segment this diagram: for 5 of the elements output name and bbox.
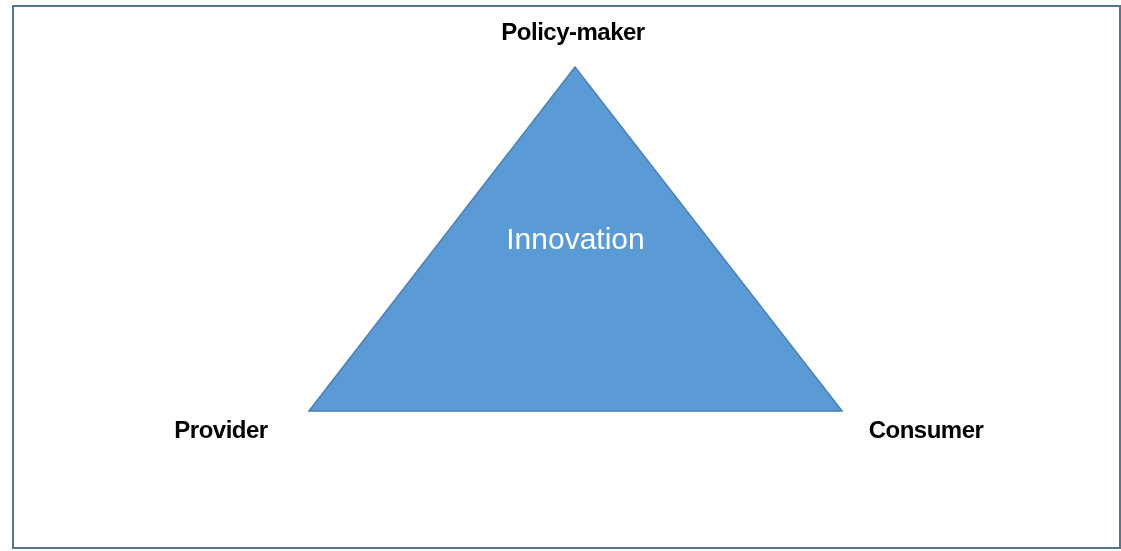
vertex-label: Policy-maker: [501, 17, 645, 47]
node-text: Innovation: [506, 220, 645, 257]
triangle: [308, 66, 843, 412]
vertex-label: Provider: [174, 415, 268, 445]
vertex-label: Consumer: [868, 415, 984, 445]
